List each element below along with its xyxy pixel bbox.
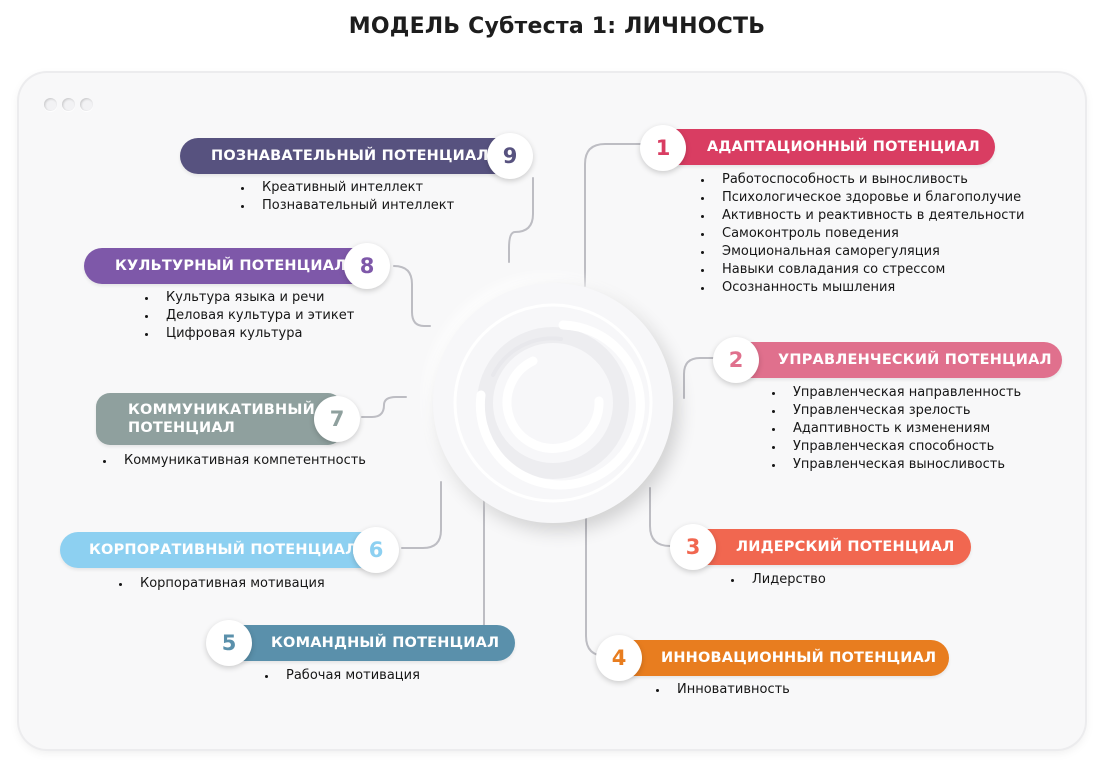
connector-3	[649, 487, 674, 547]
list-item: Рабочая мотивация	[278, 667, 420, 685]
pill-culture: КУЛЬТУРНЫЙ ПОТЕНЦИАЛ	[84, 248, 376, 284]
number-badge-3: 3	[670, 524, 716, 570]
list-management: Управленческая направленность Управленче…	[767, 384, 1021, 474]
pill-label: КОРПОРАТИВНЫЙ ПОТЕНЦИАЛ	[89, 542, 358, 558]
pill-label: ПОЗНАВАТЕЛЬНЫЙ ПОТЕНЦИАЛ	[211, 148, 489, 164]
connector-4	[585, 517, 607, 657]
list-item: Самоконтроль поведения	[714, 225, 1024, 243]
number-badge-5: 5	[206, 620, 252, 666]
list-item: Эмоциональная саморегуляция	[714, 243, 1024, 261]
list-cognitive: Креативный интеллект Познавательный инте…	[236, 179, 454, 215]
pill-label: УПРАВЛЕНЧЕСКИЙ ПОТЕНЦИАЛ	[778, 352, 1052, 368]
pill-corporate: КОРПОРАТИВНЫЙ ПОТЕНЦИАЛ	[60, 532, 380, 568]
connector-1	[584, 143, 645, 287]
list-item: Активность и реактивность в деятельности	[714, 207, 1024, 225]
list-adaptation: Работоспособность и выносливость Психоло…	[696, 171, 1024, 297]
connector-8	[393, 265, 431, 327]
list-item: Навыки совладания со стрессом	[714, 261, 1024, 279]
pill-innovation: ИННОВАЦИОННЫЙ ПОТЕНЦИАЛ	[600, 640, 949, 676]
connector-2	[683, 357, 717, 399]
pill-label: КОМАНДНЫЙ ПОТЕНЦИАЛ	[271, 635, 500, 651]
pill-label-line-1: КОММУНИКАТИВНЫЙ	[128, 402, 315, 418]
list-corporate: Корпоративная мотивация	[114, 575, 325, 593]
list-communication: Коммуникативная компетентность	[98, 452, 366, 470]
list-item: Деловая культура и этикет	[158, 307, 354, 325]
connector-6	[401, 481, 442, 549]
list-innovation: Инновативность	[651, 681, 790, 699]
pill-communication: КОММУНИКАТИВНЫЙ ПОТЕНЦИАЛ	[96, 393, 342, 445]
list-item: Познавательный интеллект	[254, 197, 454, 215]
list-item: Культура языка и речи	[158, 289, 354, 307]
list-item: Работоспособность и выносливость	[714, 171, 1024, 189]
list-item: Креативный интеллект	[254, 179, 454, 197]
list-item: Корпоративная мотивация	[132, 575, 325, 593]
list-leadership: Лидерство	[726, 571, 826, 589]
pill-label: ИННОВАЦИОННЫЙ ПОТЕНЦИАЛ	[661, 650, 937, 666]
list-item: Осознанность мышления	[714, 279, 1024, 297]
window-dot-1	[44, 98, 57, 111]
list-item: Управленческая зрелость	[785, 402, 1021, 420]
center-circle	[433, 283, 673, 523]
connector-9	[508, 177, 534, 263]
center-logo-icon	[453, 303, 653, 503]
pill-label-line-2: ПОТЕНЦИАЛ	[128, 420, 236, 436]
pill-cognitive: ПОЗНАВАТЕЛЬНЫЙ ПОТЕНЦИАЛ	[180, 138, 513, 174]
pill-label: КУЛЬТУРНЫЙ ПОТЕНЦИАЛ	[115, 258, 347, 274]
list-culture: Культура языка и речи Деловая культура и…	[140, 289, 354, 343]
pill-team: КОМАНДНЫЙ ПОТЕНЦИАЛ	[215, 625, 515, 661]
list-item: Психологическое здоровье и благополучие	[714, 189, 1024, 207]
number-badge-7: 7	[314, 396, 360, 442]
list-item: Управленческая направленность	[785, 384, 1021, 402]
connector-7	[361, 396, 407, 418]
list-item: Управленческая способность	[785, 438, 1021, 456]
list-item: Управленческая выносливость	[785, 456, 1021, 474]
window-dot-3	[80, 98, 93, 111]
number-badge-1: 1	[640, 125, 686, 171]
pill-adaptation: АДАПТАЦИОННЫЙ ПОТЕНЦИАЛ	[644, 129, 995, 165]
window-dot-2	[62, 98, 75, 111]
list-item: Лидерство	[744, 571, 826, 589]
list-item: Коммуникативная компетентность	[116, 452, 366, 470]
window-controls	[44, 98, 93, 111]
number-badge-4: 4	[596, 635, 642, 681]
list-item: Цифровая культура	[158, 325, 354, 343]
pill-label: АДАПТАЦИОННЫЙ ПОТЕНЦИАЛ	[707, 139, 980, 155]
list-team: Рабочая мотивация	[260, 667, 420, 685]
list-item: Адаптивность к изменениям	[785, 420, 1021, 438]
number-badge-9: 9	[487, 133, 533, 179]
number-badge-6: 6	[353, 527, 399, 573]
pill-leadership: ЛИДЕРСКИЙ ПОТЕНЦИАЛ	[673, 529, 971, 565]
list-item: Инновативность	[669, 681, 790, 699]
number-badge-2: 2	[713, 337, 759, 383]
pill-label: ЛИДЕРСКИЙ ПОТЕНЦИАЛ	[736, 539, 955, 555]
page-title: МОДЕЛЬ Субтеста 1: ЛИЧНОСТЬ	[348, 14, 766, 39]
number-badge-8: 8	[344, 243, 390, 289]
pill-management: УПРАВЛЕНЧЕСКИЙ ПОТЕНЦИАЛ	[716, 342, 1062, 378]
